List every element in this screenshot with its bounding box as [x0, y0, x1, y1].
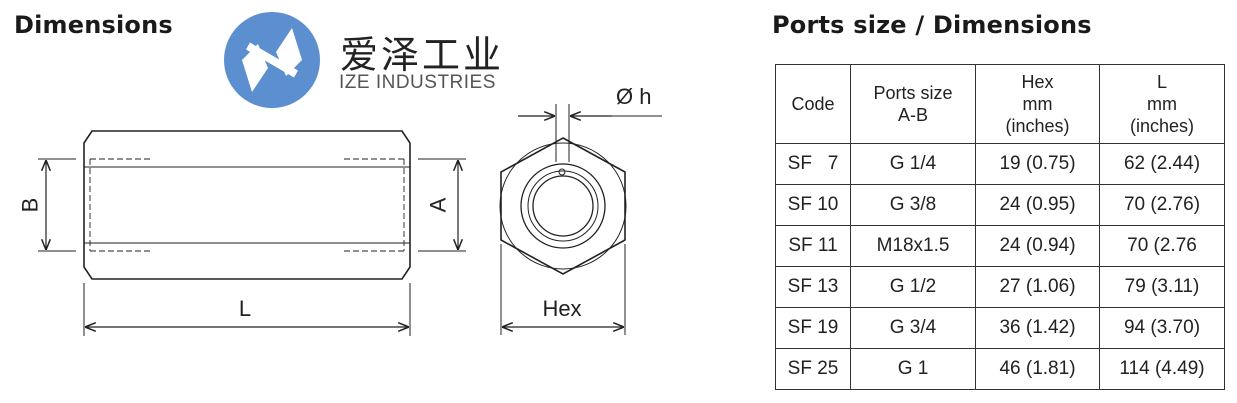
table-row: SF 7 G 1/4 19 (0.75) 62 (2.44) [775, 143, 1225, 185]
dimensions-heading: Dimensions [14, 11, 173, 39]
cell-l: 70 (2.76) [1099, 184, 1225, 226]
cell-l: 62 (2.44) [1099, 143, 1225, 185]
cell-code: SF 13 [775, 266, 851, 308]
table-row: SF 25 G 1 46 (1.81) 114 (4.49) [775, 348, 1225, 390]
label-hex: Hex [542, 296, 581, 321]
cell-code: SF 19 [775, 307, 851, 349]
cell-code: SF 25 [775, 348, 851, 390]
cell-ports-size: G 3/4 [850, 307, 976, 349]
table-row: SF 11 M18x1.5 24 (0.94) 70 (2.76 [775, 225, 1225, 267]
cell-hex: 19 (0.75) [975, 143, 1100, 185]
table-row: SF 19 G 3/4 36 (1.42) 94 (3.70) [775, 307, 1225, 349]
dimension-hex [500, 244, 626, 335]
dimension-a [418, 158, 466, 252]
table-row: SF 10 G 3/8 24 (0.95) 70 (2.76) [775, 184, 1225, 226]
label-b: B [18, 198, 43, 213]
end-view [499, 137, 627, 275]
cell-ports-size: G 1 [850, 348, 976, 390]
cell-l: 114 (4.49) [1099, 348, 1225, 390]
table-row: SF 13 G 1/2 27 (1.06) 79 (3.11) [775, 266, 1225, 308]
label-a: A [426, 197, 451, 212]
ports-heading: Ports size / Dimensions [772, 11, 1092, 39]
cell-hex: 46 (1.81) [975, 348, 1100, 390]
cell-hex: 36 (1.42) [975, 307, 1100, 349]
cell-ports-size: G 1/4 [850, 143, 976, 185]
label-h: Ø h [616, 84, 651, 109]
cell-ports-size: M18x1.5 [850, 225, 976, 267]
cell-code: SF 11 [775, 225, 851, 267]
logo-emblem-icon [224, 12, 320, 108]
cell-hex: 24 (0.94) [975, 225, 1100, 267]
cell-hex: 24 (0.95) [975, 184, 1100, 226]
header-code: Code [775, 64, 851, 144]
dimension-drawing: B A L Hex Ø h [18, 12, 662, 336]
cell-code: SF 7 [775, 143, 851, 185]
cell-code: SF 10 [775, 184, 851, 226]
cell-l: 94 (3.70) [1099, 307, 1225, 349]
logo-english: IZE INDUSTRIES [339, 72, 496, 93]
cell-hex: 27 (1.06) [975, 266, 1100, 308]
cell-ports-size: G 1/2 [850, 266, 976, 308]
dimension-h [518, 104, 662, 162]
cell-l: 79 (3.11) [1099, 266, 1225, 308]
dimension-l [83, 283, 411, 336]
label-l: L [239, 296, 251, 321]
side-view [83, 130, 411, 280]
logo-chinese: 爱泽工业 [340, 33, 505, 77]
cell-ports-size: G 3/8 [850, 184, 976, 226]
dimension-b [38, 158, 76, 252]
cell-l: 70 (2.76 [1099, 225, 1225, 267]
